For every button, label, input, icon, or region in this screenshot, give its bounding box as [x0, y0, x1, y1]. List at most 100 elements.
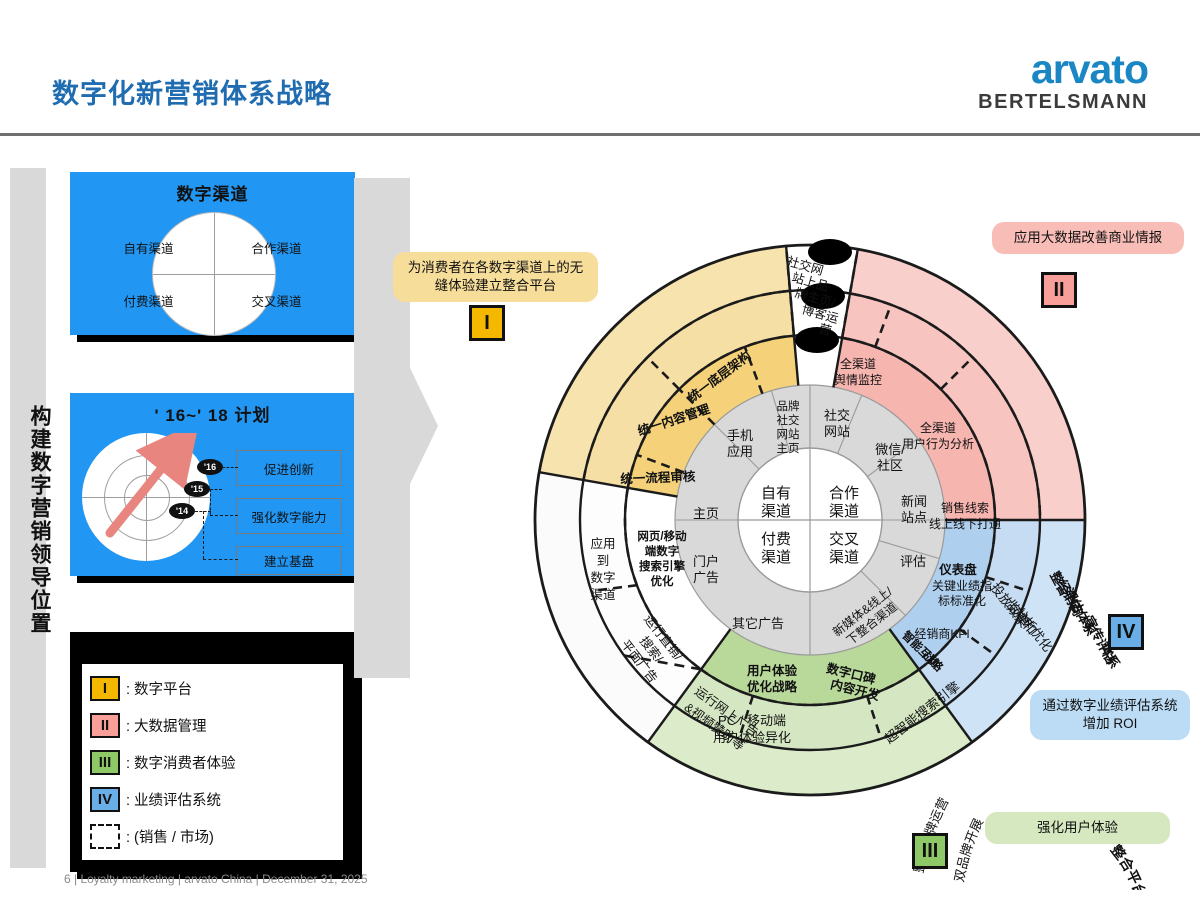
ring2-homepage: 主页 — [693, 506, 719, 521]
plan-card: ' 16~' 18 计划 '16 '15 '14 促进创新 强化数字能力 建立基… — [70, 393, 355, 576]
core-cross-b: 渠道 — [829, 549, 859, 566]
radar-axis-y — [146, 433, 147, 561]
plan-title: ' 16~' 18 计划 — [154, 406, 271, 425]
yellow-ring3-seo-a: 网页/移动 — [637, 529, 687, 543]
plan-pin-16: '16 — [197, 459, 223, 475]
quadrant-paid: 付费渠道 — [123, 295, 174, 309]
pink-ring3-leads-b: 线上线下打通 — [929, 517, 1001, 531]
ring2-mobile-app-a: 手机 — [727, 428, 753, 443]
plan-connector-2b — [210, 489, 222, 490]
blue-dashboard-c: 标标准化 — [938, 594, 986, 608]
core-owned-b: 渠道 — [761, 503, 791, 520]
ring2-brand-social-c: 网站 — [777, 427, 800, 441]
callout-i-badge: I — [469, 305, 505, 341]
curved-label-platform: 整合平台 — [1107, 841, 1149, 890]
quadrant-partner: 合作渠道 — [251, 242, 302, 256]
legend-card: I : 数字平台 II : 大数据管理 III : 数字消费者体验 IV : 业… — [70, 632, 355, 872]
digital-channel-card: 数字渠道 自有渠道 合作渠道 付费渠道 交叉渠道 — [70, 172, 355, 336]
core-partner-b: 渠道 — [829, 503, 859, 520]
core-owned: 自有 — [761, 485, 791, 502]
legend-marker-iii: III — [90, 750, 120, 775]
plan-connector-1 — [222, 467, 238, 468]
callout-iii-text: 强化用户体验 — [985, 812, 1170, 845]
callout-ii-text: 应用大数据改善商业情报 — [992, 222, 1184, 255]
plan-item-foundation: 建立基盘 — [236, 546, 342, 575]
legend-marker-i: I — [90, 676, 120, 701]
legend-label-dashed: : (销售 / 市场) — [126, 830, 214, 846]
core-partner: 合作 — [829, 485, 859, 502]
page-title: 数字化新营销体系战略 — [52, 79, 332, 109]
blue-dealer-kpi: 经销商KPI — [914, 626, 969, 641]
legend-row: IV : 业绩评估系统 — [90, 781, 335, 818]
green-pc-mobile-a: PC / 移动端 — [718, 713, 786, 728]
side-label-text: 构建数字营销领导位置 — [28, 405, 51, 635]
header-divider — [0, 133, 1200, 136]
core-cross: 交叉 — [829, 530, 859, 548]
yellow-ring4-apply-b: 到 — [597, 554, 610, 568]
pink-ring3-monitor-b: 舆情监控 — [834, 372, 882, 387]
legend-marker-iv: IV — [90, 787, 120, 812]
marker-ellipse-outer — [808, 239, 852, 265]
green-pc-mobile-b: 用户体验异化 — [713, 730, 791, 745]
callout-iv-text: 通过数字业绩评估系统增加 ROI — [1030, 690, 1190, 741]
transition-arrow — [354, 178, 438, 678]
legend-row: III : 数字消费者体验 — [90, 744, 335, 781]
quadrant-hline — [152, 274, 275, 275]
pink-ring3-behavior-b: 用户行为分析 — [902, 436, 974, 451]
callout-iv-badge: IV — [1108, 614, 1144, 650]
ring2-other-ads: 其它广告 — [732, 616, 784, 631]
ring2-mobile-app-b: 应用 — [727, 444, 753, 459]
ring2-wechat-b: 社区 — [877, 458, 903, 473]
ring2-evaluation: 评估 — [900, 554, 926, 569]
legend-marker-dashed — [90, 824, 120, 849]
legend-label-iii: : 数字消费者体验 — [126, 756, 236, 772]
logo-wordmark: arvato — [1030, 46, 1149, 92]
legend-label-iv: : 业绩评估系统 — [126, 793, 222, 809]
plan-connector-2a — [210, 489, 211, 515]
logo-subtitle: BERTELSMANN — [978, 90, 1148, 113]
blue-dashboard-a: 仪表盘 — [938, 562, 977, 577]
callout-ii-badge: II — [1041, 272, 1077, 308]
yellow-ring3-seo-d: 优化 — [651, 574, 674, 588]
radar-growth-arrow — [105, 433, 200, 538]
legend-label-i: : 数字平台 — [126, 682, 193, 698]
ring2-brand-social-a: 品牌 — [777, 399, 800, 413]
side-label-bar — [10, 168, 46, 868]
ring2-portal-ad-a: 门户 — [693, 554, 719, 569]
pink-ring3-behavior-a: 全渠道 — [920, 420, 956, 435]
channel-quadrant-chart: 自有渠道 合作渠道 付费渠道 交叉渠道 — [124, 212, 302, 336]
ring2-news-a: 新闻 — [901, 494, 927, 509]
legend-label-ii: : 大数据管理 — [126, 719, 207, 735]
yellow-ring3-seo-b: 端数字 — [645, 544, 680, 558]
callout-i-text: 为消费者在各数字渠道上的无缝体验建立整合平台 — [393, 252, 598, 303]
yellow-ring4-dualbrand: 双品牌开展 — [952, 816, 987, 883]
ring2-news-b: 站点 — [901, 510, 927, 525]
ring2-social-site-a: 社交 — [824, 408, 850, 423]
plan-connector-3b — [203, 511, 204, 559]
pink-ring3-leads-a: 销售线索 — [941, 500, 989, 515]
legend-row: : (销售 / 市场) — [90, 818, 335, 855]
plan-connector-3c — [203, 559, 238, 560]
quadrant-owned: 自有渠道 — [123, 242, 174, 256]
plan-item-capability: 强化数字能力 — [236, 498, 342, 534]
legend-marker-ii: II — [90, 713, 120, 738]
plan-pin-15: '15 — [184, 481, 210, 497]
yellow-ring3-process: 统一流程审核 — [620, 469, 696, 487]
ring2-brand-social-d: 主页 — [777, 442, 800, 455]
yellow-ring4-apply-c: 数字 — [590, 570, 615, 585]
yellow-ring4-apply-a: 应用 — [590, 536, 615, 551]
plan-pin-14: '14 — [169, 503, 195, 519]
legend-list: I : 数字平台 II : 大数据管理 III : 数字消费者体验 IV : 业… — [82, 664, 343, 860]
ring2-social-site-b: 网站 — [824, 424, 850, 439]
core-paid-b: 渠道 — [761, 549, 791, 566]
ring2-brand-social-b: 社交 — [777, 413, 800, 427]
plan-radar-chart — [82, 433, 210, 561]
blue-dashboard-b: 关键业绩指 — [932, 578, 992, 593]
slide-footer: 6 | Loyalty marketing | arvato China | D… — [64, 872, 368, 886]
legend-row: II : 大数据管理 — [90, 707, 335, 744]
core-paid: 付费 — [761, 531, 791, 548]
digital-channel-title: 数字渠道 — [176, 185, 249, 204]
legend-row: I : 数字平台 — [90, 670, 335, 707]
yellow-ring3-seo-c: 搜索引擎 — [639, 559, 685, 573]
